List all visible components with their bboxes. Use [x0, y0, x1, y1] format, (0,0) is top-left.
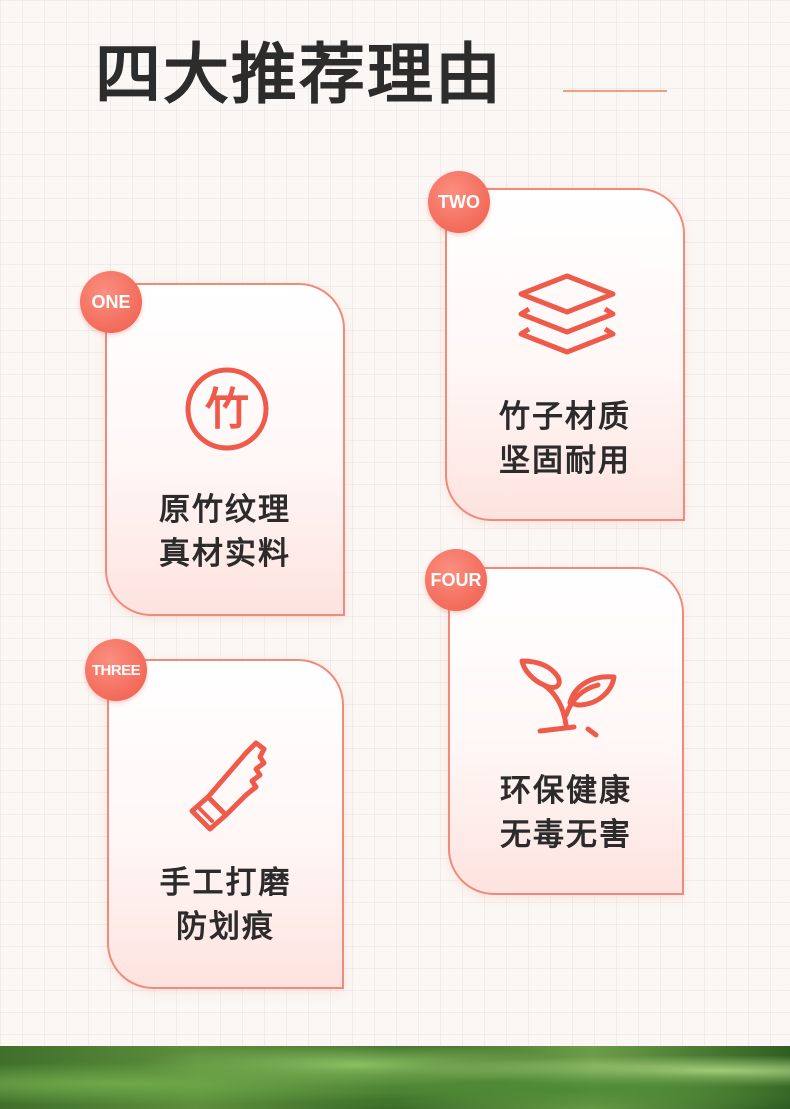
badge-one: ONE — [80, 271, 142, 333]
card-four-line2: 无毒无害 — [500, 817, 632, 853]
bamboo-photo-strip — [0, 1046, 790, 1109]
badge-two: TWO — [428, 171, 490, 233]
reason-card-one: 竹 原竹纹理 真材实料 — [105, 283, 345, 616]
title-divider — [563, 90, 667, 92]
reason-card-two: 竹子材质 坚固耐用 — [445, 188, 685, 521]
card-three-line2: 防划痕 — [176, 909, 275, 945]
card-two-line1: 竹子材质 — [499, 399, 631, 435]
badge-four: FOUR — [425, 549, 487, 611]
layers-icon — [518, 273, 616, 355]
badge-three: THREE — [85, 639, 147, 701]
reason-card-four: 环保健康 无毒无害 — [448, 567, 684, 895]
saw-icon — [189, 740, 267, 832]
card-one-line1: 原竹纹理 — [159, 492, 291, 528]
card-one-line2: 真材实料 — [159, 536, 291, 572]
page-title: 四大推荐理由 — [95, 36, 503, 113]
svg-text:竹: 竹 — [205, 384, 249, 435]
sprout-icon — [519, 658, 617, 738]
card-two-line2: 坚固耐用 — [499, 443, 631, 479]
bamboo-character-icon: 竹 — [185, 367, 269, 451]
card-three-line1: 手工打磨 — [159, 865, 292, 901]
reason-card-three: 手工打磨 防划痕 — [107, 659, 344, 989]
card-four-line1: 环保健康 — [500, 773, 632, 809]
